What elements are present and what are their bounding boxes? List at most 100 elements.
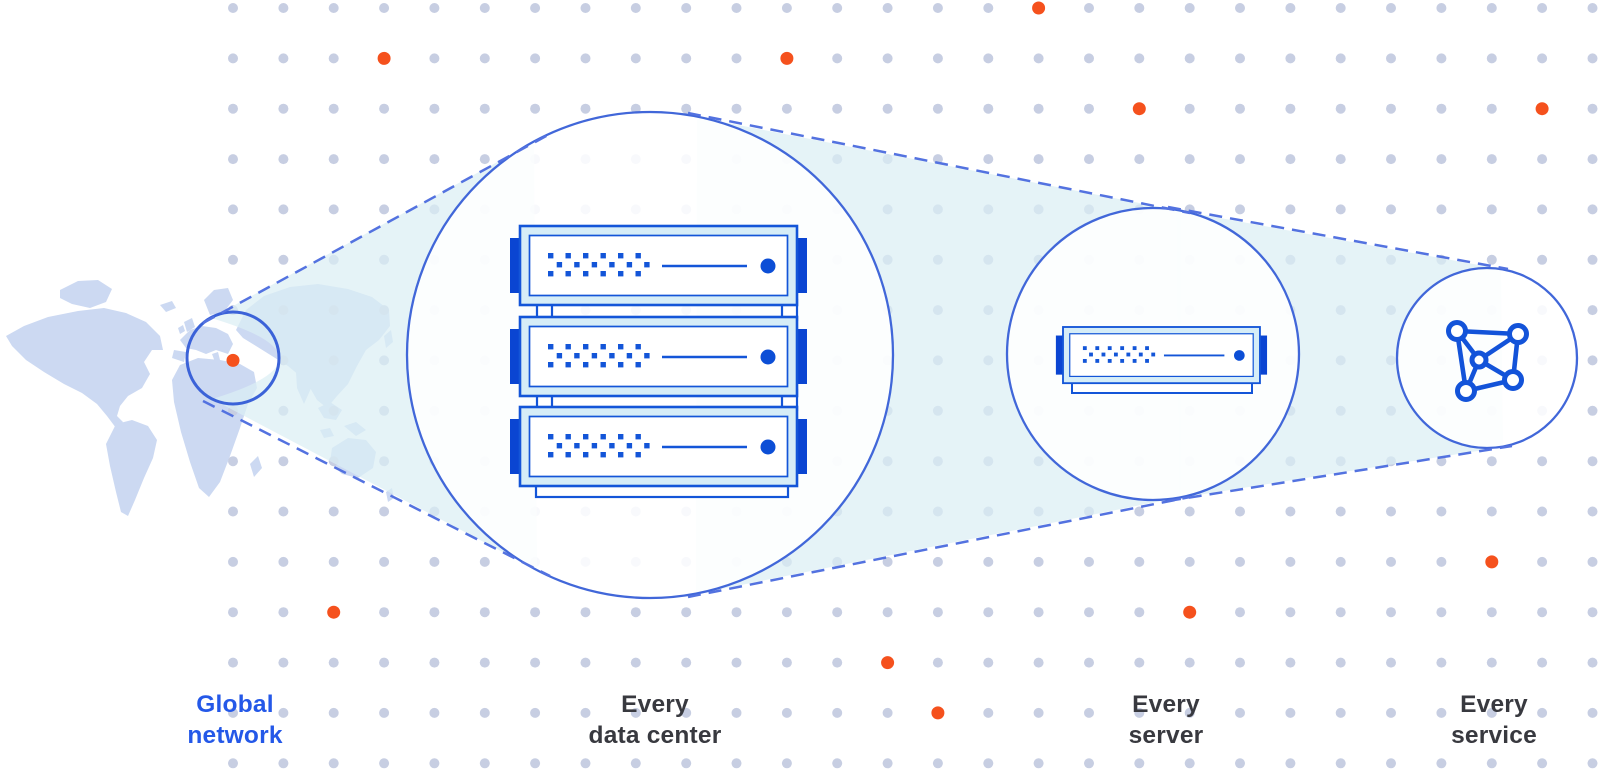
grid-dot	[1235, 657, 1245, 668]
grid-dot	[1184, 154, 1195, 165]
grid-dot	[228, 154, 238, 165]
grid-dot	[1134, 556, 1145, 567]
accent-orange-dot	[1132, 102, 1146, 116]
grid-dot	[328, 154, 339, 165]
grid-dot	[1184, 506, 1195, 517]
grid-dot	[328, 3, 339, 13]
grid-dot	[379, 3, 390, 13]
grid-dot	[1486, 53, 1497, 64]
grid-dot	[1033, 758, 1044, 769]
grid-dot	[278, 707, 289, 718]
grid-dot	[1436, 204, 1447, 215]
grid-dot	[1084, 758, 1094, 769]
grid-dot	[681, 607, 692, 618]
grid-dot	[731, 607, 742, 618]
grid-dot	[1537, 456, 1548, 467]
accent-orange-dot	[881, 656, 895, 670]
server-icon	[1054, 326, 1268, 394]
grid-dot	[1386, 707, 1396, 718]
grid-dot	[1436, 3, 1447, 13]
grid-dot	[228, 254, 238, 265]
grid-dot	[429, 556, 440, 567]
grid-dot	[1486, 3, 1497, 13]
grid-dot	[228, 758, 238, 769]
grid-dot	[832, 758, 843, 769]
grid-dot	[1285, 103, 1296, 114]
grid-dot	[1285, 3, 1296, 13]
grid-dot	[1235, 506, 1245, 517]
grid-dot	[1587, 103, 1598, 114]
grid-dot	[479, 53, 490, 64]
grid-dot	[1335, 154, 1346, 165]
grid-dot	[1285, 657, 1296, 668]
grid-dot	[278, 758, 289, 769]
grid-dot	[1436, 506, 1447, 517]
grid-dot	[479, 3, 490, 13]
grid-dot	[1134, 707, 1145, 718]
accent-orange-dot	[327, 605, 341, 619]
grid-dot	[1486, 154, 1497, 165]
grid-dot	[530, 607, 541, 618]
grid-dot	[328, 707, 339, 718]
grid-dot	[630, 657, 641, 668]
grid-dot	[1537, 53, 1548, 64]
grid-dot	[1184, 53, 1195, 64]
grid-dot	[1587, 355, 1598, 366]
grid-dot	[228, 607, 238, 618]
grid-dot	[228, 707, 238, 718]
grid-dot	[379, 103, 390, 114]
grid-dot	[781, 657, 792, 668]
grid-dot	[882, 556, 893, 567]
beam-dashed-lines	[202, 111, 1513, 599]
grid-dot	[429, 53, 440, 64]
grid-dot	[1486, 758, 1497, 769]
grid-dot	[932, 758, 943, 769]
accent-orange-dot	[377, 51, 391, 65]
grid-dot	[1084, 556, 1094, 567]
grid-dot	[1386, 204, 1396, 215]
grid-dot	[530, 707, 541, 718]
grid-dot	[1386, 154, 1396, 165]
grid-dot	[932, 103, 943, 114]
grid-dot	[530, 657, 541, 668]
grid-dot	[580, 707, 591, 718]
grid-dot	[882, 103, 893, 114]
grid-dot	[1285, 204, 1296, 215]
grid-dot	[1285, 53, 1296, 64]
grid-dot	[278, 154, 289, 165]
grid-dot	[228, 556, 238, 567]
grid-dot	[379, 607, 390, 618]
grid-dot	[1587, 506, 1598, 517]
grid-dot	[1134, 758, 1145, 769]
grid-dot	[1134, 657, 1145, 668]
grid-dot	[1436, 657, 1447, 668]
grid-dot	[278, 3, 289, 13]
label-global-network: Global network	[187, 691, 283, 749]
grid-dot	[1335, 506, 1346, 517]
label-every-server: Every server	[1128, 691, 1204, 749]
grid-dot	[630, 707, 641, 718]
grid-dot	[278, 657, 289, 668]
accent-orange-dot	[780, 51, 794, 65]
grid-dot	[781, 707, 792, 718]
grid-dot	[1285, 607, 1296, 618]
grid-dot	[530, 3, 541, 13]
grid-dot	[1537, 3, 1548, 13]
grid-dot	[1386, 607, 1396, 618]
grid-dot	[1587, 53, 1598, 64]
grid-dot	[1033, 53, 1044, 64]
grid-dot	[882, 3, 893, 13]
grid-dot	[781, 607, 792, 618]
grid-dot	[379, 707, 390, 718]
grid-dot	[328, 204, 339, 215]
network-mesh-icon	[1446, 320, 1529, 402]
grid-dot	[1486, 456, 1497, 467]
grid-dot	[1486, 707, 1497, 718]
grid-dot	[228, 53, 238, 64]
grid-dot	[1537, 758, 1548, 769]
grid-dot	[429, 103, 440, 114]
grid-dot	[781, 103, 792, 114]
grid-dot	[932, 556, 943, 567]
grid-dot	[1587, 254, 1598, 265]
grid-dot	[1386, 53, 1396, 64]
